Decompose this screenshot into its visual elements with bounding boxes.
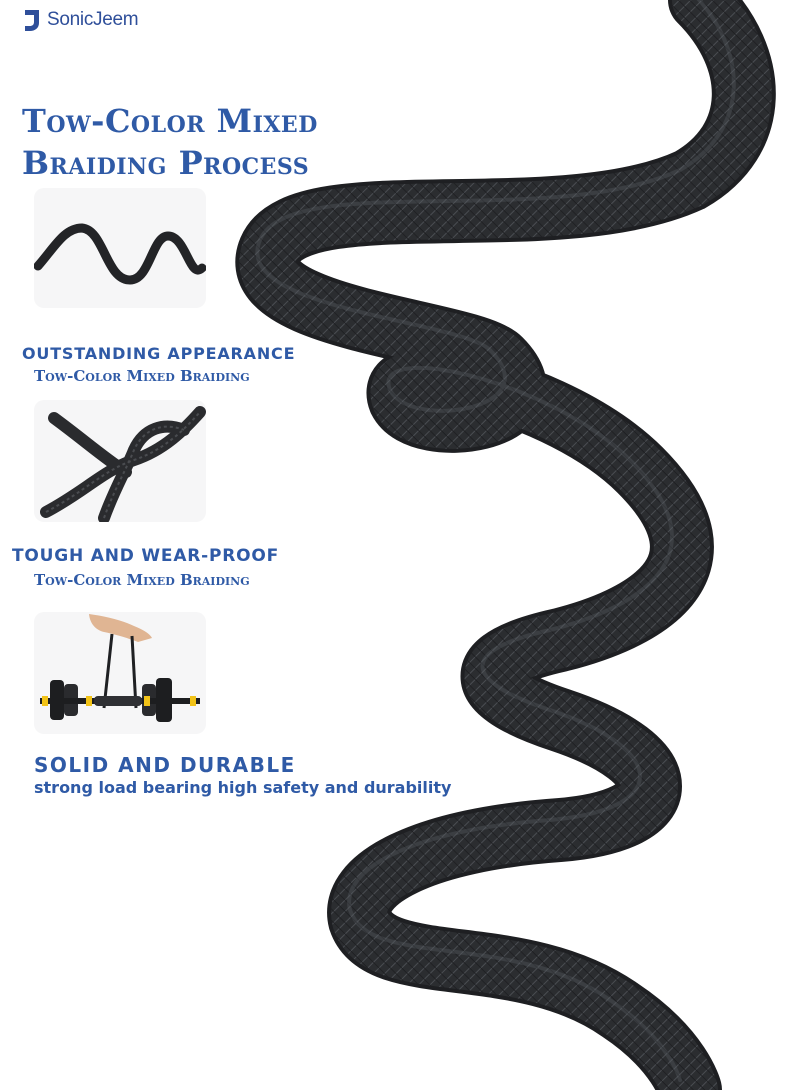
feature-title-wear-proof: tough and wear-proof	[12, 546, 280, 566]
feature-title-durable: SOLID AND DURABLE	[34, 753, 296, 777]
brand-name: SonicJeem	[47, 9, 139, 30]
feature-subtitle-appearance: Tow-Color Mixed Braiding	[34, 367, 250, 385]
dumbbell-lift-image	[34, 612, 206, 734]
brand-logo: SonicJeem	[22, 8, 139, 32]
brand-logo-icon	[25, 10, 39, 31]
feature-subtitle-durable: strong load bearing high safety and dura…	[34, 778, 452, 797]
headline-line-1: Tow-Color Mixed	[22, 102, 318, 140]
knotted-cable-image	[34, 400, 206, 522]
headline: Tow-Color Mixed Braiding Process	[22, 100, 382, 184]
wavy-cable-image	[34, 188, 206, 308]
headline-line-2: Braiding Process	[22, 144, 310, 182]
feature-subtitle-wear-proof: Tow-Color Mixed Braiding	[34, 571, 250, 589]
feature-title-appearance: outstanding appearance	[22, 344, 296, 363]
